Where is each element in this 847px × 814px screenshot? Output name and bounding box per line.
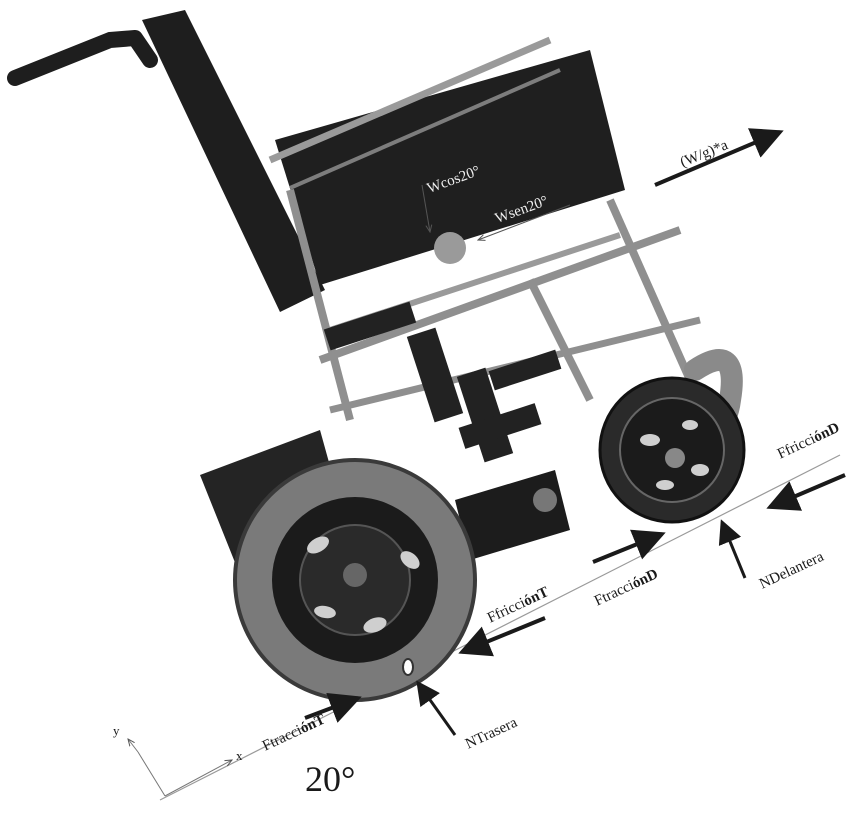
angle-label: 20° (305, 759, 356, 799)
ftraccion-d-arrow (592, 529, 666, 564)
push-handle (7, 30, 158, 86)
incline-line (159, 454, 841, 801)
ffriccion-t-arrow (458, 616, 546, 657)
axis-y-label: y (113, 723, 120, 738)
wheelchair (7, 10, 743, 575)
backrest (142, 10, 325, 312)
center-of-gravity (434, 232, 466, 264)
rear-wheel (233, 458, 477, 702)
ffriccion-d-arrow (766, 473, 846, 511)
axes-indicator (128, 739, 232, 797)
axis-x-label: x (236, 748, 243, 763)
ntrasera-arrow (416, 680, 457, 736)
ftraccion-t-arrow (304, 692, 362, 723)
ndelantera-arrow (718, 519, 747, 579)
front-wheel (598, 376, 746, 524)
seat-panel (275, 50, 625, 285)
inertia-arrow (654, 128, 784, 187)
wsen-arrow (478, 204, 571, 240)
wcos-arrow (421, 184, 430, 232)
